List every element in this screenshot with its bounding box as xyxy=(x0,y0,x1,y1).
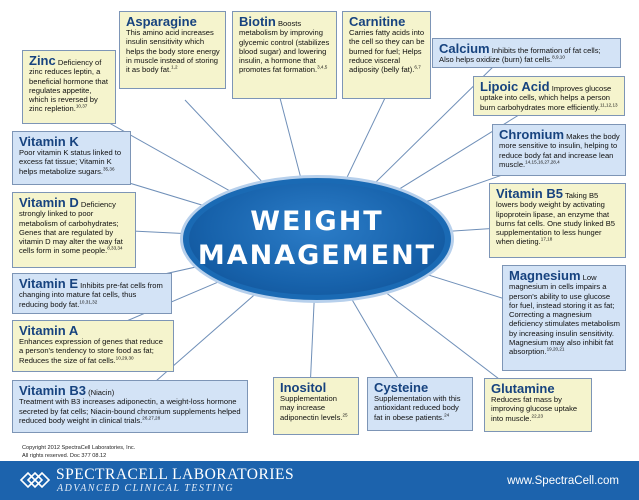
vitamin-b3-title-extra: (Niacin) xyxy=(88,388,115,397)
biotin-refs: 3,4,5 xyxy=(317,64,328,70)
biotin-description: Boosts metabolism by improving glycemic … xyxy=(239,19,330,75)
copyright-line1: Copyright 2012 SpectraCell Laboratories,… xyxy=(22,445,136,451)
center-title-line1: WEIGHT xyxy=(250,206,384,238)
zinc-description: Deficiency of zinc reduces leptin, a ben… xyxy=(29,58,108,114)
chromium-box: Chromium Makes the body more sensitive t… xyxy=(492,124,626,176)
vitamin-e-refs: 10,31,32 xyxy=(79,298,98,304)
magnesium-title: Magnesium xyxy=(509,268,581,283)
weight-management-ellipse: WEIGHT MANAGEMENT xyxy=(180,175,454,303)
lipoic-acid-box: Lipoic Acid Improves glucose uptake into… xyxy=(473,76,625,116)
inositol-title: Inositol xyxy=(280,380,327,395)
asparagine-box: Asparagine This amino acid increases ins… xyxy=(119,11,226,89)
vitamin-b5-title: Vitamin B5 xyxy=(496,186,563,201)
vitamin-b5-description: Taking B5 lowers body weight by activati… xyxy=(496,191,616,247)
lipoic-acid-description: Improves glucose uptake into cells, whic… xyxy=(480,84,612,112)
vitamin-d-box: Vitamin D Deficiency strongly linked to … xyxy=(12,192,136,268)
vitamin-k-box: Vitamin K Poor vitamin K status linked t… xyxy=(12,131,131,185)
glutamine-refs: 22,23 xyxy=(531,412,544,418)
vitamin-k-title: Vitamin K xyxy=(19,134,79,149)
vitamin-b3-refs: 26,27,28 xyxy=(142,415,161,421)
carnitine-refs: 6,7 xyxy=(414,64,421,70)
carnitine-title: Carnitine xyxy=(349,14,406,29)
carnitine-box: Carnitine Carries fatty acids into the c… xyxy=(342,11,431,99)
biotin-box: Biotin Boosts metabolism by improving gl… xyxy=(232,11,337,99)
magnesium-description: Low magnesium in cells impairs a person'… xyxy=(509,273,620,356)
carnitine-description: Carries fatty acids into the cell so the… xyxy=(349,28,425,74)
magnesium-refs: 19,20,21 xyxy=(546,346,565,352)
glutamine-title: Glutamine xyxy=(491,381,555,396)
zinc-refs: 10,37 xyxy=(75,103,88,109)
website-link[interactable]: www.SpectraCell.com xyxy=(507,475,619,487)
vitamin-e-title: Vitamin E xyxy=(19,276,79,291)
calcium-box: Calcium Inhibits the formation of fat ce… xyxy=(432,38,621,68)
inositol-box: Inositol Supplementation may increase ad… xyxy=(273,377,359,435)
glutamine-box: Glutamine Reduces fat mass by improving … xyxy=(484,378,592,432)
vitamin-a-refs: 10,29,30 xyxy=(115,354,134,360)
calcium-description: Inhibits the formation of fat cells; Als… xyxy=(439,46,601,65)
inositol-refs: 25 xyxy=(342,411,348,417)
lab-name: SPECTRACELL LABORATORIES xyxy=(56,466,295,483)
chromium-description: Makes the body more sensitive to insulin… xyxy=(499,132,620,169)
vitamin-a-title: Vitamin A xyxy=(19,323,79,338)
vitamin-k-refs: 35,36 xyxy=(103,165,115,171)
lab-tagline: ADVANCED CLINICAL TESTING xyxy=(57,483,235,494)
lipoic-acid-title: Lipoic Acid xyxy=(480,79,550,94)
vitamin-k-description: Poor vitamin K status linked to excess f… xyxy=(19,148,122,176)
vitamin-b3-title: Vitamin B3 xyxy=(19,383,86,398)
vitamin-d-refs: 8,33,34 xyxy=(107,245,123,251)
vitamin-a-description: Enhances expression of genes that reduce… xyxy=(19,337,163,365)
copyright-line2: All rights reserved. Doc 377 08.12 xyxy=(22,452,107,459)
cysteine-box: Cysteine Supplementation with this antio… xyxy=(367,377,473,431)
vitamin-d-title: Vitamin D xyxy=(19,195,79,210)
vitamin-b5-box: Vitamin B5 Taking B5 lowers body weight … xyxy=(489,183,626,258)
chromium-title: Chromium xyxy=(499,127,564,142)
calcium-refs: 8,9,10 xyxy=(552,54,565,60)
asparagine-description: This amino acid increases insulin sensit… xyxy=(126,28,220,74)
biotin-title: Biotin xyxy=(239,14,276,29)
vitamin-b3-description: Treatment with B3 increases adiponectin,… xyxy=(19,397,241,425)
spectracell-logo-icon xyxy=(19,471,51,489)
vitamin-b3-box: Vitamin B3 (Niacin) Treatment with B3 in… xyxy=(12,380,248,433)
glutamine-description: Reduces fat mass by improving glucose up… xyxy=(491,395,578,423)
copyright: Copyright 2012 SpectraCell Laboratories,… xyxy=(22,445,135,460)
vitamin-e-description: Inhibits pre-fat cells from changing int… xyxy=(19,281,163,309)
vitamin-a-box: Vitamin A Enhances expression of genes t… xyxy=(12,320,174,372)
cysteine-description: Supplementation with this antioxidant re… xyxy=(374,394,461,422)
lipoic-acid-refs: 11,12,13 xyxy=(600,101,618,107)
zinc-box: Zinc Deficiency of zinc reduces leptin, … xyxy=(22,50,116,124)
footer-bar xyxy=(0,461,639,500)
asparagine-title: Asparagine xyxy=(126,14,197,29)
cysteine-title: Cysteine xyxy=(374,380,429,395)
vitamin-b5-refs: 17,18 xyxy=(540,236,553,242)
magnesium-box: Magnesium Low magnesium in cells impairs… xyxy=(502,265,626,371)
vitamin-e-box: Vitamin E Inhibits pre-fat cells from ch… xyxy=(12,273,172,314)
calcium-title: Calcium xyxy=(439,41,490,56)
vitamin-d-description: Deficiency strongly linked to poor metab… xyxy=(19,200,123,256)
center-title-line2: MANAGEMENT xyxy=(197,240,437,271)
asparagine-refs: 1,2 xyxy=(171,64,178,70)
chromium-refs: 14,15,16,27,28,4 xyxy=(525,159,560,165)
cysteine-refs: 24 xyxy=(444,411,450,417)
zinc-title: Zinc xyxy=(29,53,56,68)
inositol-description: Supplementation may increase adiponectin… xyxy=(280,394,343,422)
